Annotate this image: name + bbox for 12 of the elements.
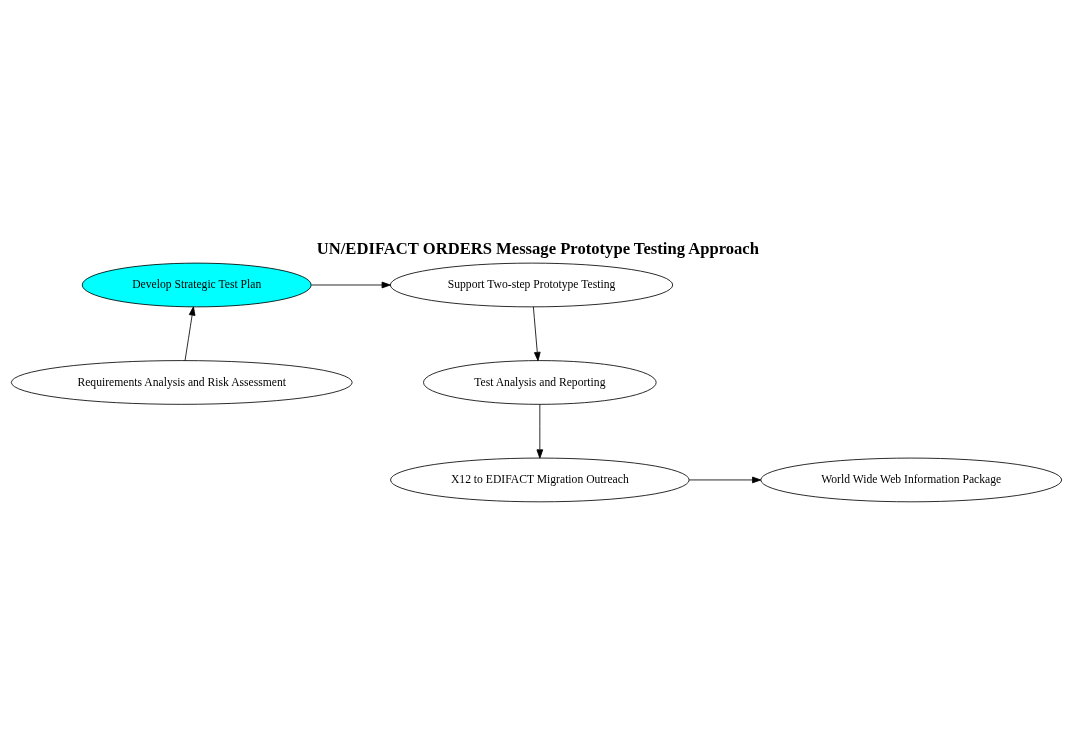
arrow — [532, 306, 541, 362]
arrow — [688, 476, 762, 484]
node-ellipse: Support Two-step Prototype Testing — [389, 262, 674, 308]
arrow — [536, 403, 544, 459]
node-ellipse: Requirements Analysis and Risk Assessment — [10, 360, 353, 405]
node-ellipse: World Wide Web Information Package — [760, 457, 1063, 503]
node-ellipse: X12 to EDIFACT Migration Outreach — [390, 457, 690, 503]
arrow — [311, 281, 391, 289]
node-ellipse: Test Analysis and Reporting — [423, 360, 657, 405]
node-ellipse: Develop Strategic Test Plan — [81, 262, 312, 308]
diagram-title: UN/EDIFACT ORDERS Message Prototype Testing Approach — [316, 239, 759, 259]
arrow — [184, 306, 196, 362]
